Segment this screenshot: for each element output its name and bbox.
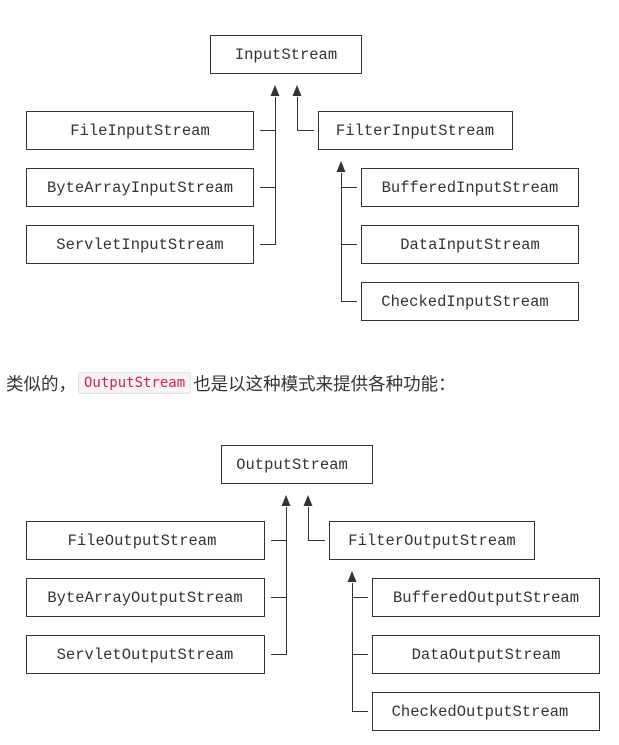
fileoutputstream-box: FileOutputStream xyxy=(26,521,265,560)
servletoutputstream-box: ServletOutputStream xyxy=(26,635,265,674)
inheritance-arrow xyxy=(303,495,313,506)
inputstream-label: InputStream xyxy=(235,46,337,64)
direct-children-connector xyxy=(260,97,276,245)
bytearrayinputstream-label: ByteArrayInputStream xyxy=(47,179,233,197)
datainputstream-label: DataInputStream xyxy=(400,236,540,254)
checkedinputstream-box: CheckedInputStream xyxy=(361,282,579,321)
direct-children-connector xyxy=(271,507,287,655)
fileinputstream-label: FileInputStream xyxy=(70,122,210,140)
outputstream-box: OutputStream xyxy=(221,445,373,484)
inheritance-arrow xyxy=(281,495,291,506)
bufferedoutputstream-box: BufferedOutputStream xyxy=(372,578,600,617)
outputstream-label: OutputStream xyxy=(236,456,348,474)
middle-paragraph: 类似的， OutputStream 也是以这种模式来提供各种功能： xyxy=(6,369,456,397)
inputstream-box: InputStream xyxy=(210,35,362,74)
bufferedinputstream-label: BufferedInputStream xyxy=(382,179,559,197)
filter-children-connector xyxy=(352,583,368,712)
outputstream-hierarchy: OutputStream FileOutputStream ByteArrayO… xyxy=(26,445,600,731)
servletinputstream-box: ServletInputStream xyxy=(26,225,254,264)
bytearrayinputstream-box: ByteArrayInputStream xyxy=(26,168,254,207)
inheritance-arrow xyxy=(336,161,346,172)
filter-children-connector xyxy=(341,173,357,302)
inheritance-arrow xyxy=(347,571,357,582)
filterinputstream-label: FilterInputStream xyxy=(336,122,494,140)
checkedoutputstream-label: CheckedOutputStream xyxy=(392,703,569,721)
filter-connector xyxy=(308,507,325,541)
inputstream-hierarchy: InputStream FileInputStream ByteArrayInp… xyxy=(26,35,579,321)
outputstream-inline-code: OutputStream xyxy=(78,372,192,394)
bytearrayoutputstream-box: ByteArrayOutputStream xyxy=(26,578,265,617)
filterinputstream-box: FilterInputStream xyxy=(318,111,513,150)
fileinputstream-box: FileInputStream xyxy=(26,111,254,150)
bufferedinputstream-box: BufferedInputStream xyxy=(361,168,579,207)
datainputstream-box: DataInputStream xyxy=(361,225,579,264)
servletoutputstream-label: ServletOutputStream xyxy=(57,646,234,664)
bytearrayoutputstream-label: ByteArrayOutputStream xyxy=(47,589,242,607)
middle-text-prefix: 类似的， xyxy=(6,374,76,395)
inheritance-arrow xyxy=(270,85,280,96)
dataoutputstream-label: DataOutputStream xyxy=(412,646,561,664)
filteroutputstream-box: FilterOutputStream xyxy=(329,521,535,560)
servletinputstream-label: ServletInputStream xyxy=(56,236,223,254)
filteroutputstream-label: FilterOutputStream xyxy=(348,532,515,550)
fileoutputstream-label: FileOutputStream xyxy=(68,532,217,550)
checkedoutputstream-box: CheckedOutputStream xyxy=(372,692,600,731)
middle-text-suffix: 也是以这种模式来提供各种功能： xyxy=(193,374,456,395)
checkedinputstream-label: CheckedInputStream xyxy=(381,293,548,311)
filter-connector xyxy=(297,97,314,131)
inheritance-arrow xyxy=(292,85,302,96)
bufferedoutputstream-label: BufferedOutputStream xyxy=(393,589,579,607)
dataoutputstream-box: DataOutputStream xyxy=(372,635,600,674)
